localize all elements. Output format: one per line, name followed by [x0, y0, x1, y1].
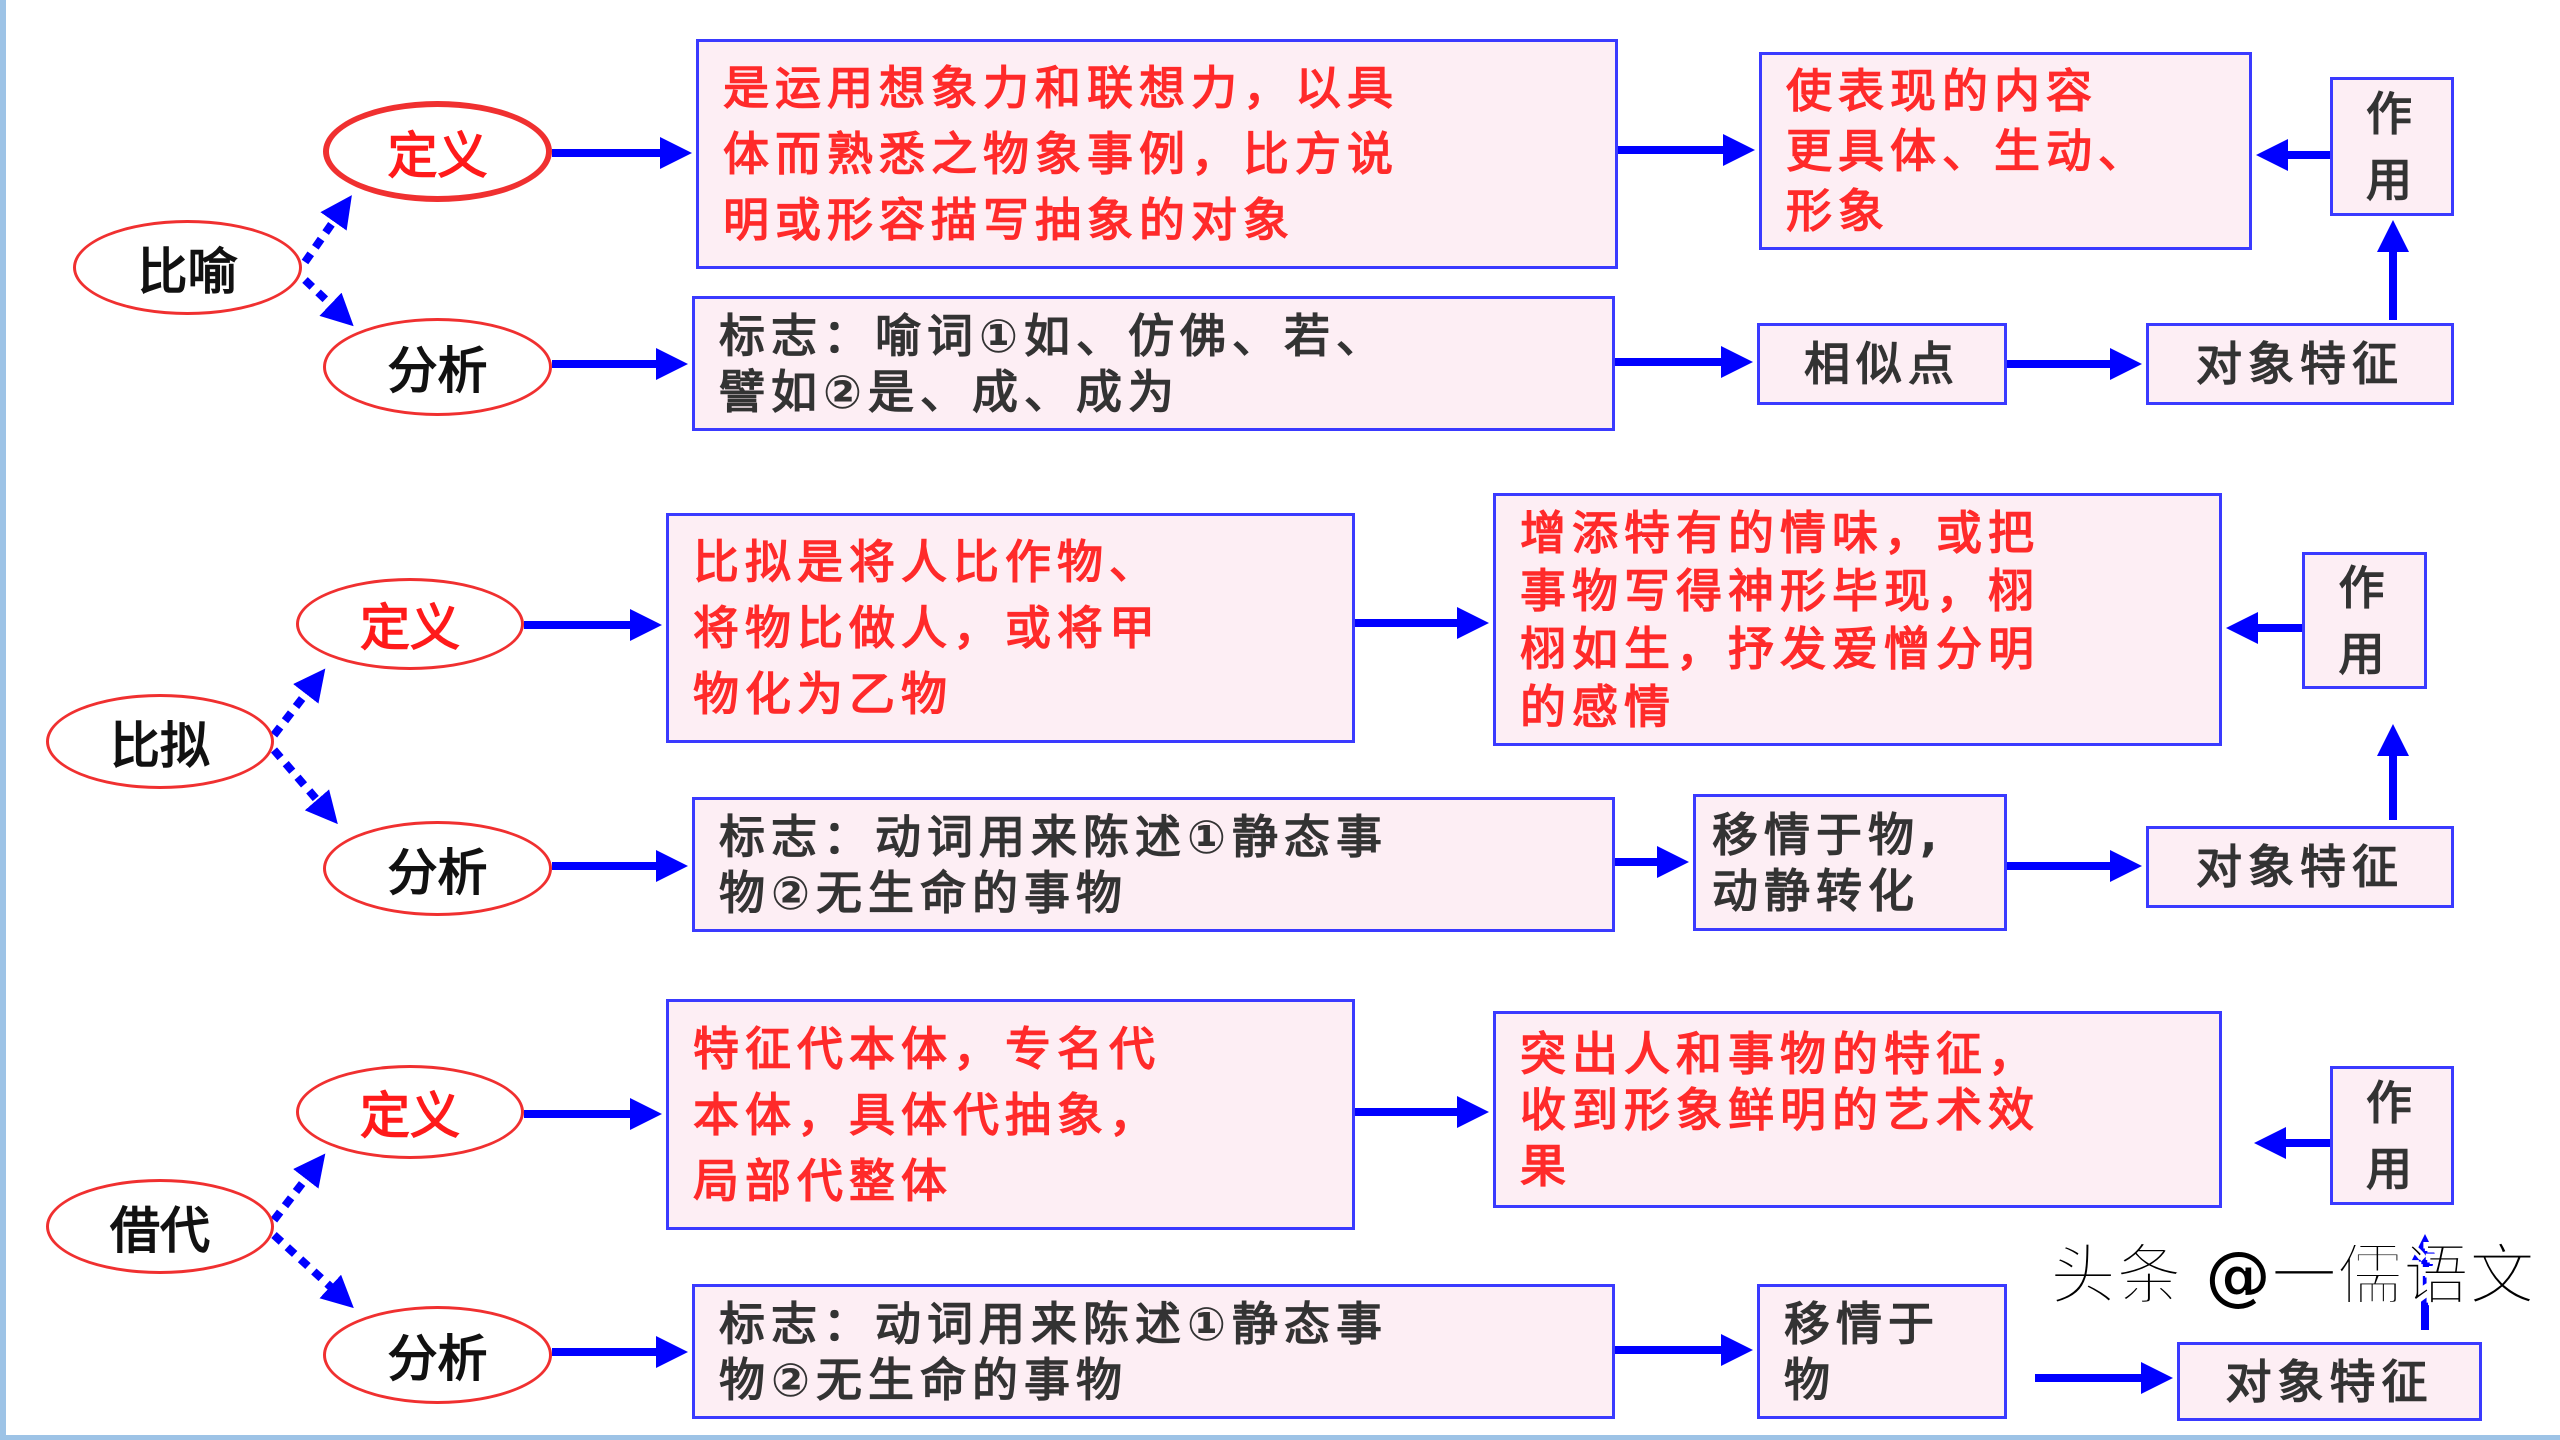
dotted-arrow: [271, 1232, 354, 1309]
root-node-metaphor: 比喻: [73, 220, 302, 315]
line: 物化为乙物: [693, 667, 953, 721]
bottom-border: [0, 1435, 2560, 1440]
definition-box: 特征代本体，专名代 本体，具体代抽象， 局部代整体: [666, 999, 1355, 1230]
feature-box: 对象特征: [2146, 826, 2454, 908]
feature-box: 对象特征: [2177, 1342, 2482, 1421]
effect-box: 增添特有的情味，或把 事物写得神形毕现，栩 栩如生，抒发爱憎分明 的感情: [1493, 493, 2222, 746]
definition-node: 定义: [296, 578, 524, 670]
effect-box: 突出人和事物的特征， 收到形象鲜明的艺术效 果: [1493, 1011, 2222, 1208]
watermark: 头条 @一儒语文: [2050, 1237, 2536, 1314]
line: 特征代本体，专名代: [693, 1021, 1161, 1076]
root-node-metonymy: 借代: [46, 1179, 274, 1274]
line: 栩如生，抒发爱憎分明: [1520, 621, 2040, 676]
line: 形象: [1786, 184, 1890, 238]
line: 将物比做人，或将甲: [693, 601, 1161, 655]
definition-box: 比拟是将人比作物、 将物比做人，或将甲 物化为乙物: [666, 513, 1355, 743]
analysis-node: 分析: [323, 318, 552, 416]
analysis-box: 标志：喻词①如、仿佛、若、 譬如②是、成、成为: [692, 296, 1615, 431]
line: 用: [2366, 152, 2418, 207]
line: 明或形容描写抽象的对象: [723, 193, 1295, 247]
line: 物: [1784, 1352, 1836, 1407]
root-node-personification: 比拟: [46, 694, 274, 789]
definition-box: 是运用想象力和联想力，以具 体而熟悉之物象事例，比方说 明或形容描写抽象的对象: [696, 39, 1618, 269]
line: 更具体、生动、: [1786, 124, 2150, 178]
line: 用: [2366, 1141, 2418, 1196]
line: 移情于: [1784, 1296, 1940, 1351]
line: 标志：动词用来陈述①静态事: [719, 809, 1388, 864]
line: 相似点: [1804, 337, 1960, 391]
dotted-arrow: [270, 1153, 326, 1223]
transfer-box: 移情于物, 动静转化: [1693, 794, 2007, 931]
line: 标志：动词用来陈述①静态事: [719, 1296, 1388, 1351]
dotted-arrow: [270, 747, 338, 825]
similarity-box: 相似点: [1757, 323, 2007, 405]
line: 物②无生命的事物: [719, 1352, 1128, 1407]
left-border: [0, 0, 6, 1440]
line: 比拟是将人比作物、: [693, 535, 1161, 589]
dotted-arrow: [301, 195, 352, 265]
role-box: 作 用: [2330, 1066, 2454, 1205]
line: 物②无生命的事物: [719, 865, 1128, 920]
analysis-box: 标志：动词用来陈述①静态事 物②无生命的事物: [692, 797, 1615, 932]
line: 用: [2338, 626, 2391, 681]
line: 譬如②是、成、成为: [719, 364, 1180, 419]
line: 局部代整体: [693, 1153, 953, 1208]
line: 使表现的内容: [1786, 64, 2098, 118]
definition-node: 定义: [296, 1065, 524, 1159]
line: 收到形象鲜明的艺术效: [1520, 1082, 2040, 1137]
line: 本体，具体代抽象，: [693, 1087, 1161, 1142]
role-box: 作 用: [2302, 552, 2427, 689]
line: 的感情: [1520, 679, 1676, 734]
dotted-arrow: [270, 668, 326, 738]
effect-box: 使表现的内容 更具体、生动、 形象: [1759, 52, 2252, 250]
analysis-box: 标志：动词用来陈述①静态事 物②无生命的事物: [692, 1284, 1615, 1419]
line: 增添特有的情味，或把: [1520, 505, 2040, 560]
line: 体而熟悉之物象事例，比方说: [723, 127, 1399, 181]
definition-node: 定义: [323, 101, 552, 202]
line: 是运用想象力和联想力，以具: [723, 61, 1399, 115]
line: 果: [1520, 1138, 1572, 1193]
analysis-node: 分析: [323, 1306, 552, 1404]
dotted-arrow: [302, 277, 354, 327]
line: 突出人和事物的特征，: [1520, 1026, 2040, 1081]
line: 作: [2366, 86, 2418, 141]
feature-box: 对象特征: [2146, 323, 2454, 405]
line: 标志：喻词①如、仿佛、若、: [719, 308, 1388, 363]
line: 事物写得神形毕现，栩: [1520, 563, 2040, 618]
transfer-box: 移情于 物: [1757, 1284, 2007, 1419]
line: 动静转化: [1712, 863, 1920, 918]
line: 移情于物,: [1712, 807, 1944, 862]
line: 作: [2366, 1075, 2418, 1130]
analysis-node: 分析: [323, 821, 552, 916]
role-box: 作 用: [2330, 77, 2454, 216]
line: 作: [2338, 560, 2391, 615]
